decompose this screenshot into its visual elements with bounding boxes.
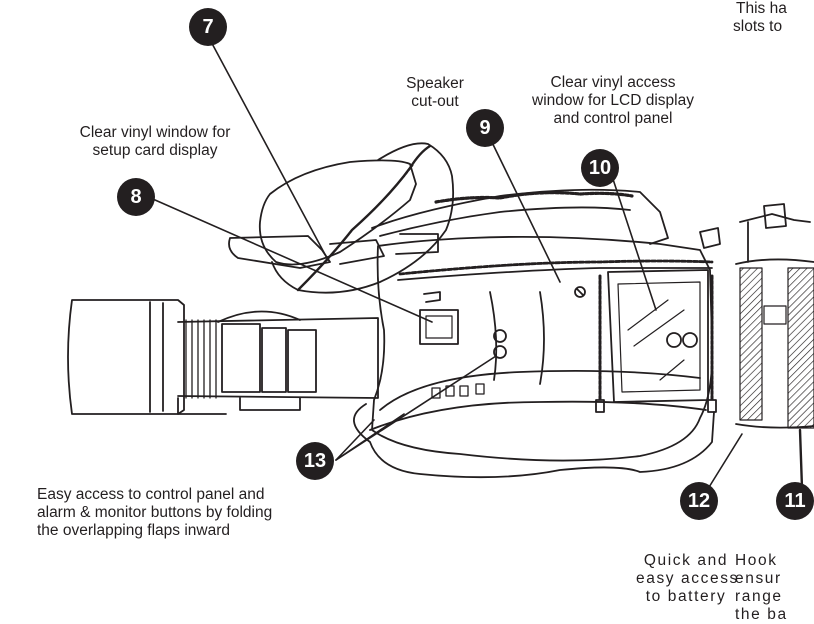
callout-11-line: range [735,588,783,605]
callout-badge-10: 10 [581,149,619,187]
callout-13-text: Easy access to control panel and alarm &… [37,486,272,540]
callout-10-line: and control panel [553,110,673,127]
callout-11-line: the ba [735,606,788,623]
callout-9-line: cut-out [411,93,459,110]
callout-13-line: alarm & monitor buttons by folding [37,504,273,521]
callout-9-line: Speaker [406,75,464,92]
callout-9-text: Speaker cut-out [380,75,490,111]
callout-8-text: Clear vinyl window for setup card displa… [7,124,303,160]
callout-badge-7: 7 [189,8,227,46]
callout-11-line: ensur [735,570,782,587]
cropped-text-line-1: This ha [736,0,787,17]
callout-12-text: Quick and easy access to battery [636,552,739,606]
callout-badge-9: 9 [466,109,504,147]
callout-badge-12: 12 [680,482,718,520]
callout-12-line: to battery [645,588,727,605]
callout-10-line: window for LCD display [532,92,694,109]
callout-12-line: easy access [636,570,739,587]
callout-badge-13: 13 [296,442,334,480]
cropped-text-line-2: slots to [733,18,783,35]
callout-11-text: Hook ensur range the ba [735,552,788,624]
callout-11-line: Hook [735,552,778,569]
callout-badge-8: 8 [117,178,155,216]
callout-12-line: Quick and [643,552,729,569]
battery-sleeve [735,203,814,490]
callout-badge-11: 11 [776,482,814,520]
callout-13-line: Easy access to control panel and [37,486,265,503]
callout-10-text: Clear vinyl access window for LCD displa… [498,74,728,128]
lens-assembly [67,299,379,415]
callout-10-line: Clear vinyl access [550,74,676,91]
callout-8-line: Clear vinyl window for [79,124,231,141]
callout-8-line: setup card display [92,142,218,159]
callout-13-line: the overlapping flaps inward [37,522,231,539]
camera-body [353,227,721,479]
leader-lines [145,35,743,493]
